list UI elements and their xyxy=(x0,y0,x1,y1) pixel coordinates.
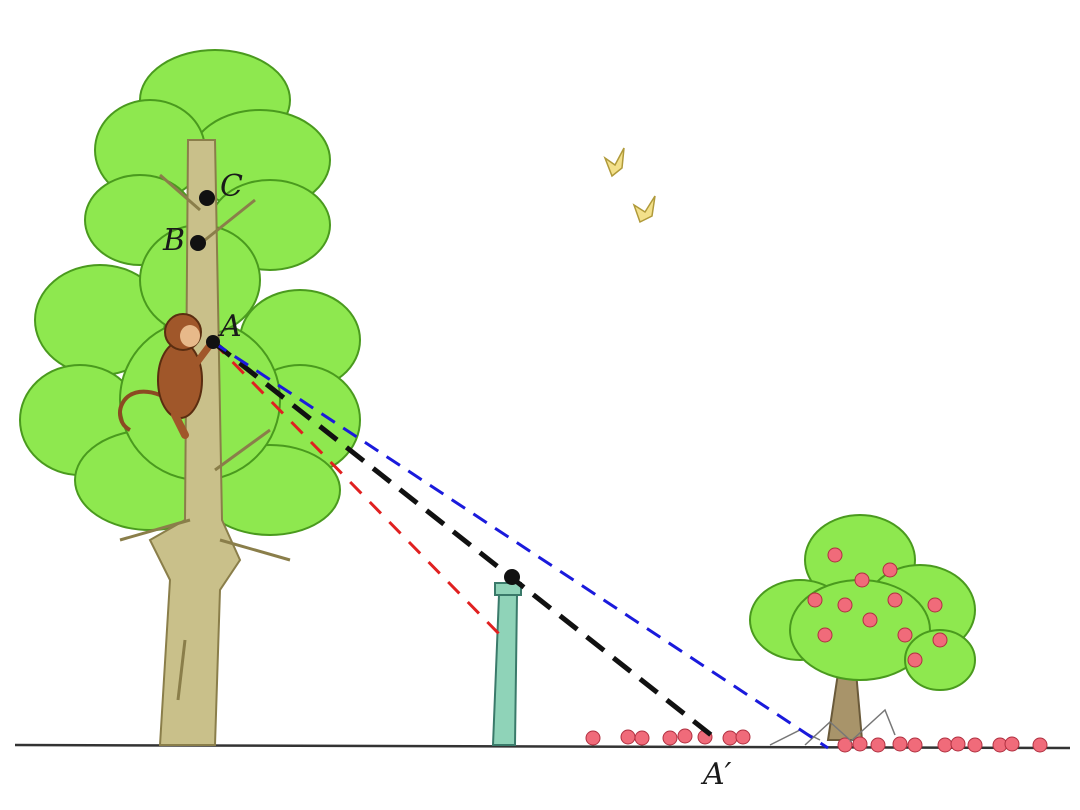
fallen-fruits xyxy=(585,728,1048,753)
monkey-arm xyxy=(191,341,214,369)
label-a: A xyxy=(217,309,242,344)
post xyxy=(491,582,522,746)
post-column xyxy=(491,594,519,746)
point-b xyxy=(190,235,206,251)
ray-black xyxy=(211,340,722,744)
ray-red xyxy=(211,340,507,642)
monkey xyxy=(118,313,214,439)
point-c xyxy=(199,190,215,206)
fruit-tree xyxy=(749,514,976,741)
big-tree-trunk xyxy=(148,139,242,746)
birds xyxy=(603,147,656,224)
monkey-tail xyxy=(118,389,161,432)
label-a-prime: A′ xyxy=(700,757,732,792)
big-tree xyxy=(19,49,361,746)
fruit-tree-fruits xyxy=(807,547,948,668)
ray-blue xyxy=(212,340,829,750)
label-b: B xyxy=(162,223,185,258)
monkey-body xyxy=(157,341,203,419)
big-tree-branches xyxy=(119,173,291,701)
label-c: C xyxy=(220,169,243,204)
bird-1 xyxy=(603,147,625,178)
bird-2 xyxy=(632,195,656,224)
monkey-face xyxy=(180,325,200,347)
monkey-leg xyxy=(171,411,189,439)
point-a xyxy=(206,335,220,349)
point-post-top xyxy=(504,569,520,585)
